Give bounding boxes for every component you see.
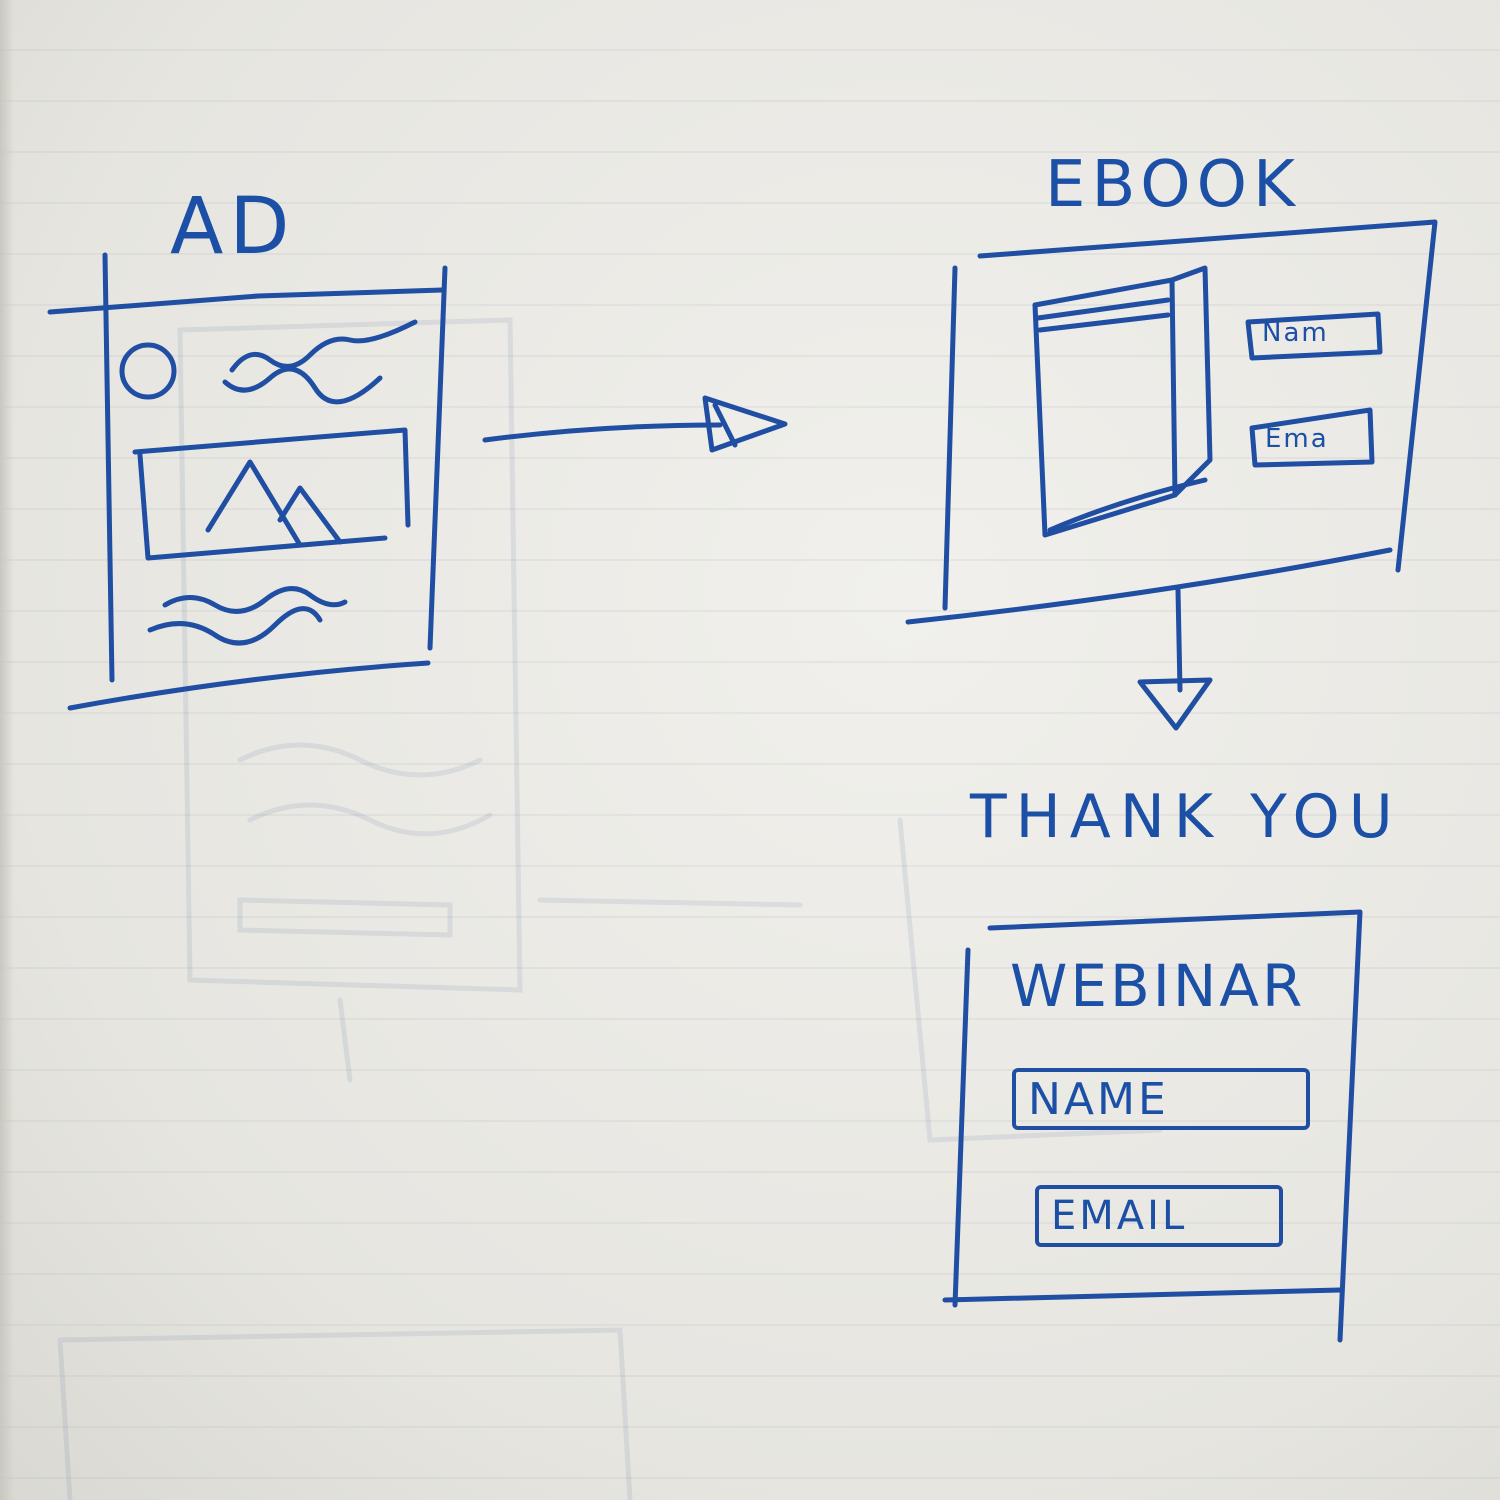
ebook-field-email[interactable]: Ema bbox=[1265, 424, 1329, 454]
image-mountain-icon bbox=[205, 459, 343, 548]
arrow-ad-to-ebook bbox=[482, 395, 788, 453]
webinar-frame bbox=[942, 909, 1363, 1343]
ghost-arrow bbox=[537, 897, 803, 908]
avatar-icon bbox=[119, 342, 177, 400]
ghost-button bbox=[237, 897, 453, 938]
ebook-field-name-box bbox=[1245, 311, 1383, 361]
ghost-scribble-2 bbox=[247, 802, 493, 837]
ad-title: AD bbox=[170, 182, 296, 272]
webinar-name-field[interactable]: NAME bbox=[1012, 1068, 1310, 1130]
ebook-title: EBOOK bbox=[1045, 148, 1301, 222]
scribble-headline bbox=[229, 319, 418, 373]
scribble-body bbox=[162, 586, 348, 614]
ghost-arrow-down bbox=[337, 997, 353, 1083]
webinar-email-field[interactable]: EMAIL bbox=[1035, 1185, 1283, 1247]
ghost-box bbox=[177, 317, 523, 993]
ghost-box-bottom bbox=[57, 1327, 633, 1500]
webinar-title: WEBINAR bbox=[1010, 952, 1306, 1020]
image-frame-bottom bbox=[137, 452, 388, 561]
ad-frame bbox=[47, 252, 448, 711]
thank-you-title: THANK YOU bbox=[970, 782, 1402, 852]
arrow-ebook-to-thankyou bbox=[1137, 587, 1213, 731]
scribble-headline-2 bbox=[222, 366, 383, 405]
image-frame-top bbox=[132, 427, 411, 528]
ebook-field-email-box bbox=[1249, 407, 1375, 468]
page-binding-edge bbox=[0, 0, 14, 1500]
ebook-frame bbox=[905, 219, 1438, 625]
ghost-box-right bbox=[897, 817, 1163, 1143]
ebook-field-name[interactable]: Nam bbox=[1262, 318, 1329, 348]
ghost-scribble bbox=[237, 742, 483, 778]
scribble-body-2 bbox=[147, 606, 323, 646]
book-cover-icon bbox=[1032, 265, 1213, 538]
